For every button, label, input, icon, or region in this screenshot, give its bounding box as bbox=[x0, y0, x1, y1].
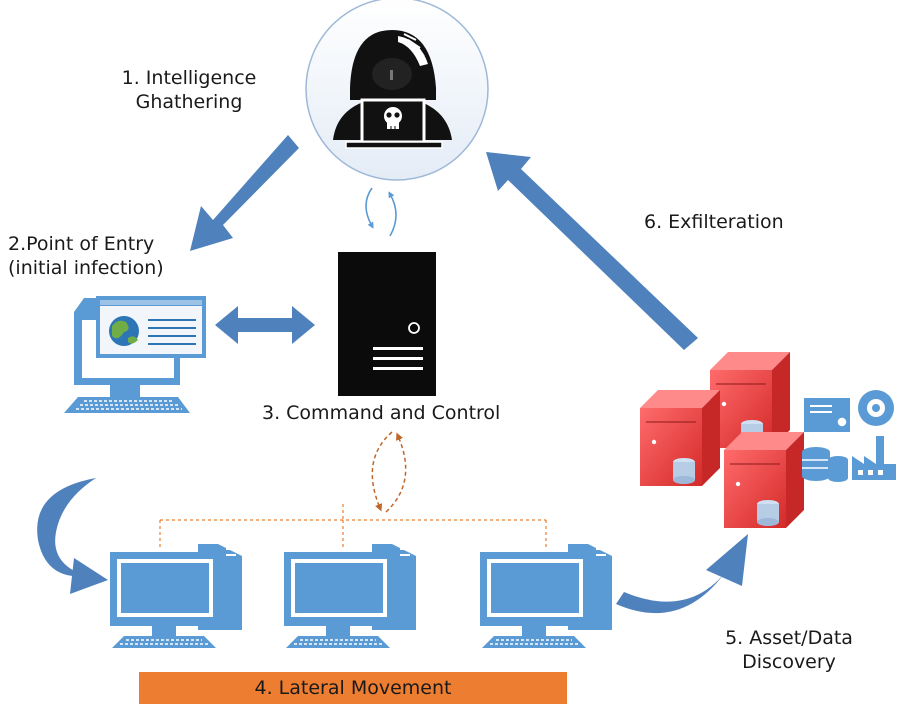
network-dashed-lines bbox=[159, 504, 547, 550]
document-certificate-icon bbox=[804, 398, 850, 432]
lateral-movement-bar: 4. Lateral Movement bbox=[139, 672, 567, 704]
step-2-label: 2.Point of Entry (initial infection) bbox=[8, 233, 164, 279]
step-4-label: 4. Lateral Movement bbox=[254, 677, 452, 699]
discovery-curved-arrow bbox=[616, 534, 748, 614]
lateral-entry-curved-arrow bbox=[37, 478, 108, 594]
database-stack-icon bbox=[802, 447, 848, 482]
step-5-label: 5. Asset/Data Discovery bbox=[725, 627, 853, 673]
c2-network-cycle-arrows bbox=[371, 431, 407, 513]
workstation-2 bbox=[283, 543, 417, 649]
attacker-node bbox=[305, 0, 489, 181]
command-server-icon bbox=[338, 252, 436, 396]
double-arrow-entry-c2 bbox=[215, 306, 315, 344]
workstation-1 bbox=[110, 544, 242, 648]
infected-computer-icon bbox=[64, 296, 206, 413]
arrow-exfiltration bbox=[486, 152, 698, 350]
cycle-arrows-c2-attacker bbox=[365, 187, 397, 237]
arrow-gathering-to-entry bbox=[190, 135, 299, 251]
factory-icon bbox=[852, 436, 896, 480]
workstation-3 bbox=[479, 543, 613, 649]
hooded-hacker-icon bbox=[333, 30, 452, 149]
step-1-label: 1. Intelligence Ghathering bbox=[121, 67, 257, 113]
database-server-icon bbox=[640, 352, 804, 528]
step-6-label: 6. Exfilteration bbox=[644, 211, 784, 233]
disc-icon bbox=[858, 390, 894, 426]
step-3-label: 3. Command and Control bbox=[262, 402, 501, 424]
